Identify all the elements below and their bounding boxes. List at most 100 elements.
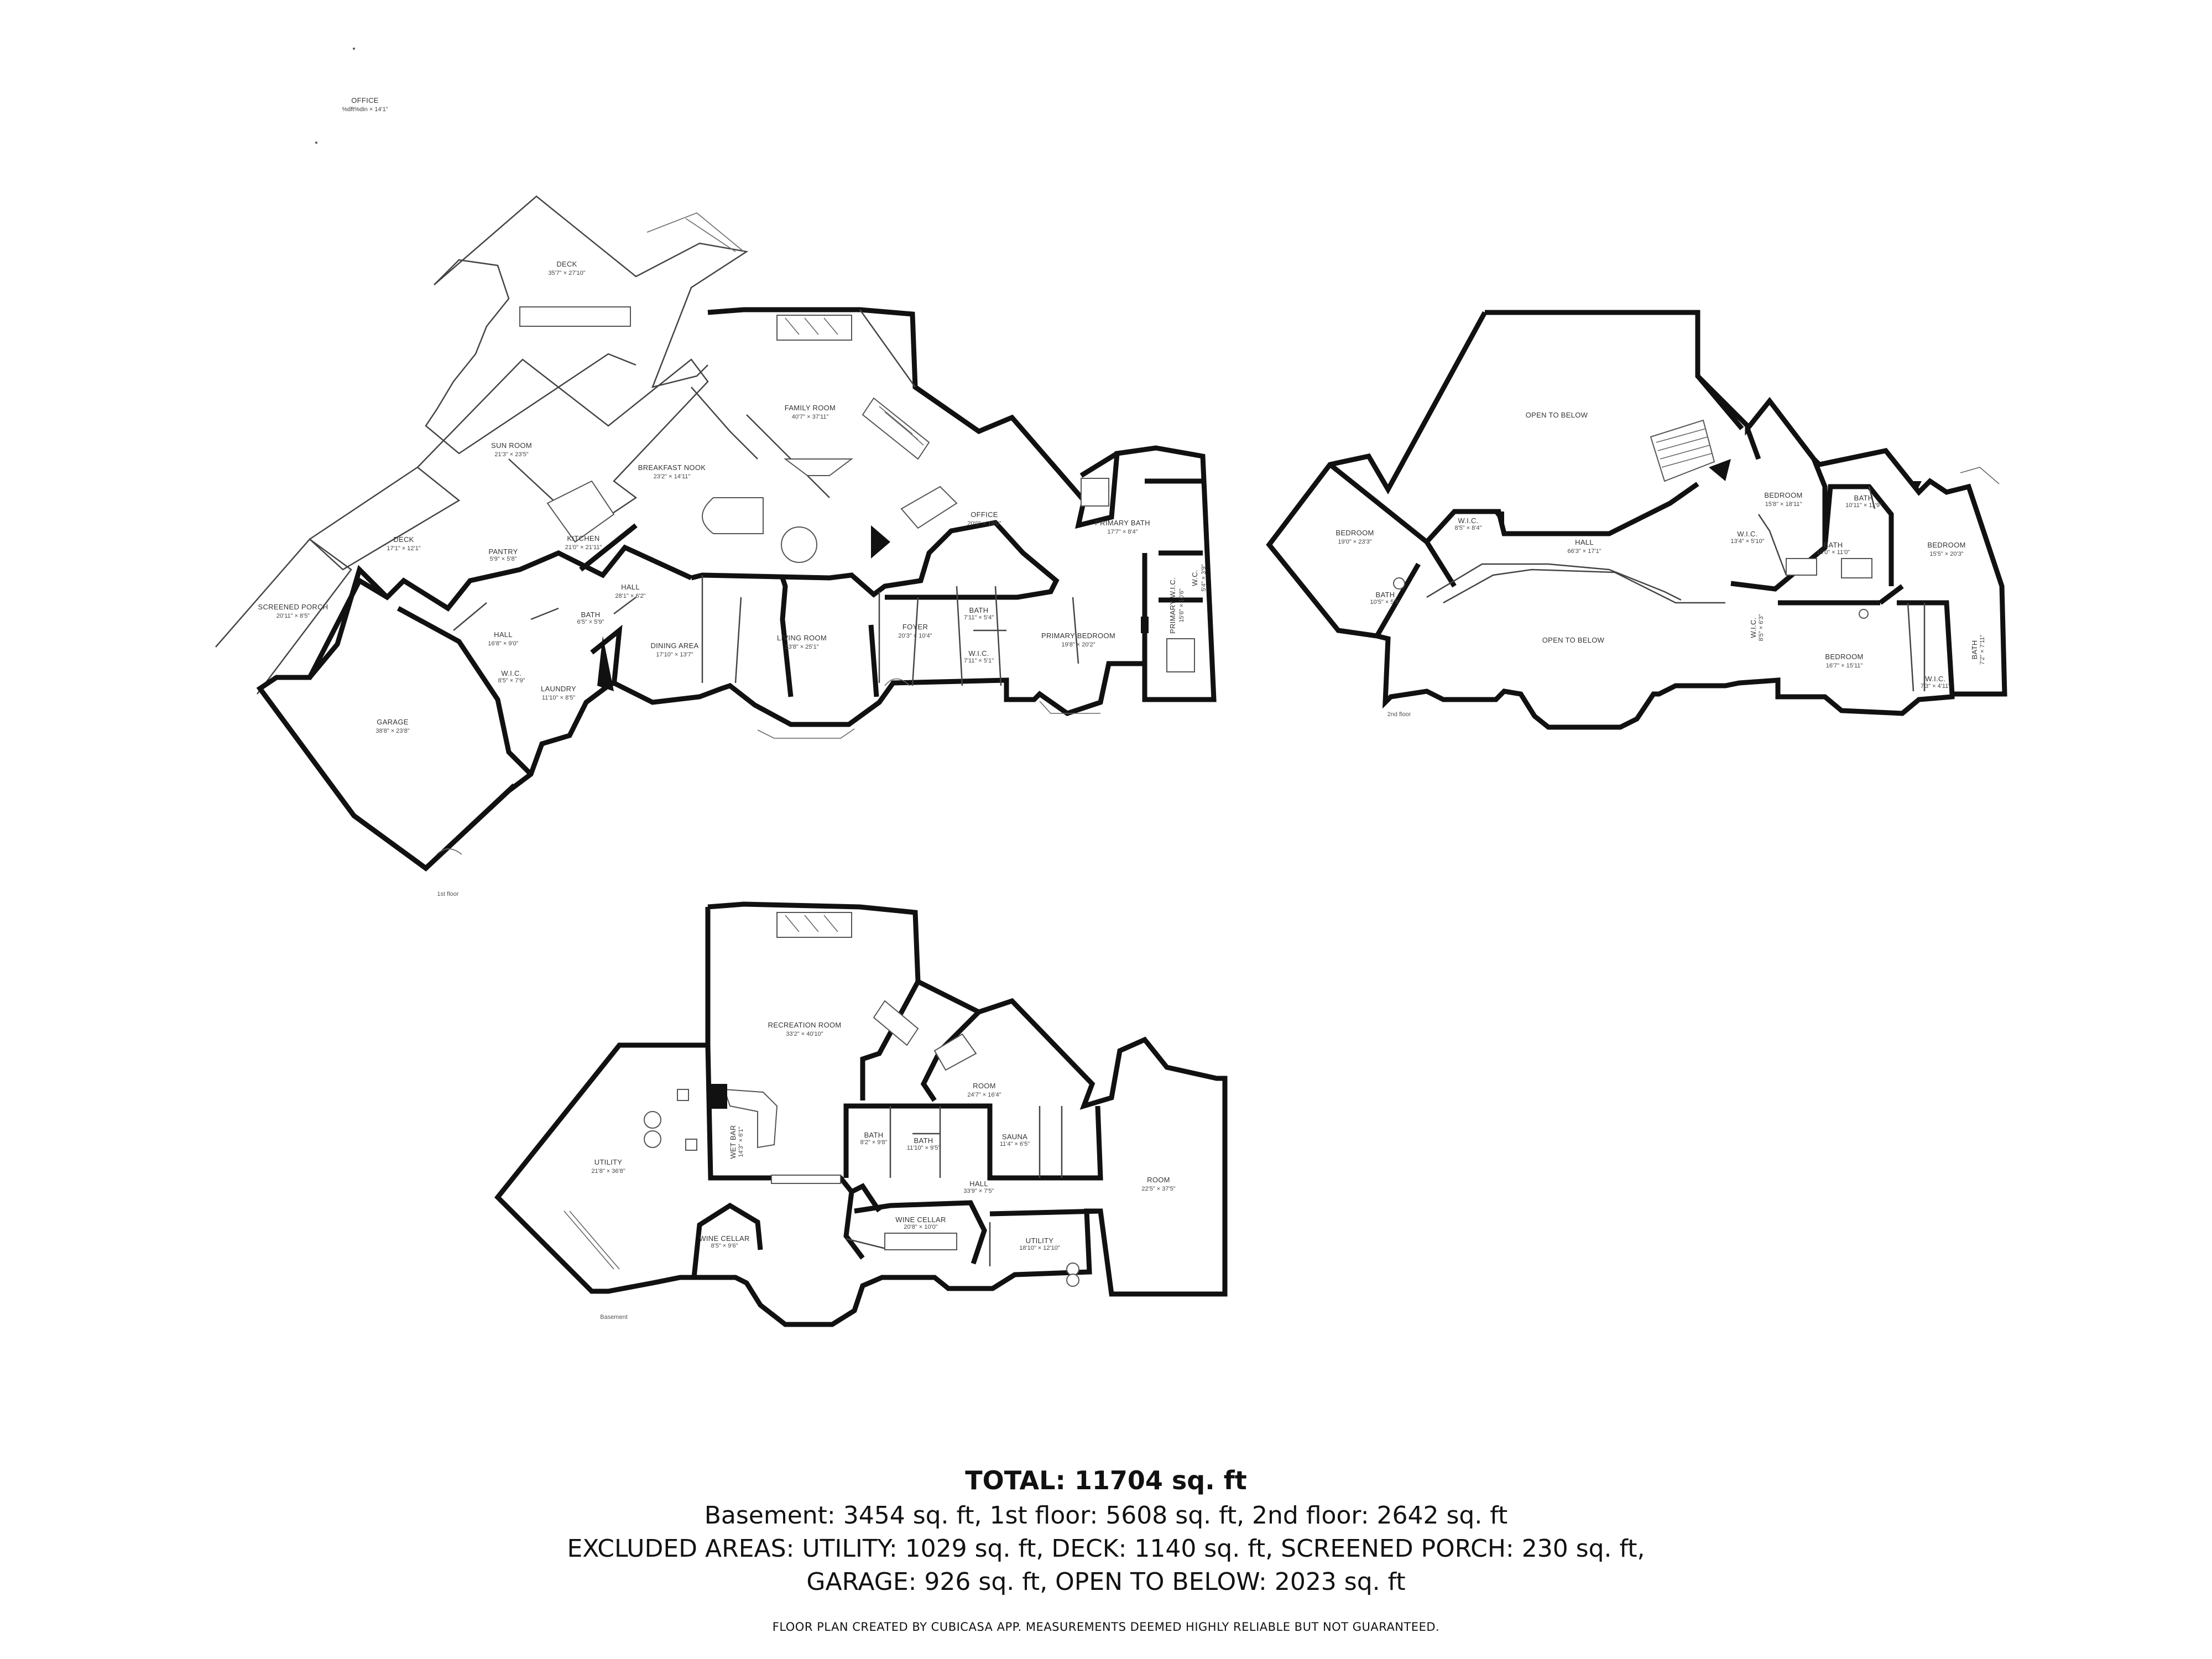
- room-name: UTILITY: [1026, 1237, 1054, 1245]
- room-name: OFFICE: [351, 96, 378, 105]
- deck-stairs: [646, 212, 744, 252]
- room-name: BATH: [581, 611, 601, 619]
- bay-window: [1960, 467, 2000, 484]
- column: [871, 525, 890, 559]
- column: [711, 1084, 727, 1109]
- first-floor-outer-wall: [256, 307, 1217, 872]
- utility-box: [677, 1089, 689, 1101]
- wet-bar-counter: [723, 1088, 778, 1149]
- interior-wall: [579, 523, 638, 686]
- column: [597, 636, 614, 691]
- room-name: W.I.C.: [1749, 617, 1757, 638]
- room-name: WINE CELLAR: [699, 1234, 749, 1243]
- room-name: BATH: [1970, 640, 1979, 660]
- fireplace-hatch: [785, 915, 838, 932]
- disclaimer: FLOOR PLAN CREATED BY CUBICASA APP. MEAS…: [772, 1620, 1440, 1634]
- room-name: BEDROOM: [1335, 529, 1374, 537]
- deck-outline: [425, 259, 637, 455]
- room-dimensions: 7'2" × 7'11": [1979, 635, 1986, 665]
- room-name: PRIMARY BATH: [1095, 519, 1150, 527]
- deck2-outline: [308, 466, 461, 571]
- second-floor-partitions: [1426, 486, 1926, 692]
- room-name: W.I.C.: [501, 669, 521, 677]
- room-name: KITCHEN: [567, 534, 599, 542]
- room-name: FAMILY ROOM: [785, 404, 836, 412]
- room-dimensions: 40'7" × 37'11": [792, 414, 829, 420]
- room-dimensions: 11'10" × 8'5": [542, 695, 576, 701]
- bathtub: [1841, 558, 1872, 578]
- fireplace-hatch: [785, 317, 838, 335]
- marker-dot: [353, 48, 355, 50]
- room-dimensions: 16'7" × 15'11": [1826, 662, 1863, 669]
- room-dimensions: %dft%din × 14'1": [342, 106, 388, 113]
- room-name: BEDROOM: [1825, 653, 1863, 661]
- room-name: PANTRY: [488, 547, 518, 556]
- room-dimensions: 20'8" × 10'0": [904, 1224, 937, 1230]
- room-dimensions: 19'0" × 23'3": [1338, 539, 1371, 545]
- column: [1709, 459, 1731, 481]
- room-dimensions: 28'1" × 6'2": [615, 593, 645, 599]
- room-dimensions: 11'4" × 6'5": [1000, 1141, 1030, 1147]
- floor-label: 2nd floor: [1387, 711, 1411, 718]
- room-name: DECK: [556, 260, 577, 268]
- room-name: SAUNA: [1002, 1133, 1027, 1141]
- column: [1493, 512, 1504, 525]
- room-name: ROOM: [1147, 1176, 1170, 1184]
- room-dimensions: 20'0" × 19'0": [967, 520, 1001, 527]
- stairs: [900, 486, 958, 529]
- room-name: DINING AREA: [650, 641, 698, 650]
- room-dimensions: 8'5" × 7'9": [498, 677, 525, 684]
- room-dimensions: 21'3" × 23'5": [494, 451, 528, 458]
- room-name: BEDROOM: [1927, 541, 1965, 549]
- room-name: HALL: [969, 1180, 988, 1188]
- stair-treads: [879, 406, 924, 446]
- excluded-areas: EXCLUDED AREAS: UTILITY: 1029 sq. ft, DE…: [567, 1535, 1645, 1563]
- room-name: W.C.: [1191, 570, 1199, 586]
- room-name: FOYER: [902, 623, 928, 631]
- sink: [1393, 577, 1405, 589]
- second-floor-outer-wall: [1266, 310, 2007, 730]
- room-dimensions: 18'10" × 12'10": [1019, 1245, 1060, 1251]
- room-dimensions: 7'11" × 5'1": [964, 658, 994, 664]
- basement-inner-wall: [691, 980, 1103, 1278]
- room-name: PRIMARY BEDROOM: [1041, 632, 1115, 640]
- fireplace: [776, 912, 852, 938]
- floor-label: Basement: [600, 1314, 628, 1321]
- room-name: HALL: [1575, 538, 1594, 546]
- garage-wall: [307, 565, 533, 776]
- second-floor-plan: [1266, 310, 2007, 730]
- room-name: DECK: [393, 535, 414, 544]
- room-name: RECREATION ROOM: [768, 1021, 842, 1029]
- total-area: TOTAL: 11704 sq. ft: [965, 1465, 1247, 1495]
- room-name: WET BAR: [729, 1125, 737, 1159]
- tank: [1066, 1274, 1079, 1287]
- utility-box: [685, 1139, 697, 1151]
- sink: [1859, 609, 1869, 619]
- stairs: [933, 1033, 977, 1071]
- kitchen-island: [546, 480, 615, 543]
- room-dimensions: 17'10" × 13'7": [656, 651, 693, 658]
- room-name: BEDROOM: [1764, 491, 1802, 499]
- room-name: UTILITY: [594, 1158, 623, 1166]
- water-heater: [644, 1111, 661, 1129]
- floor-areas: Basement: 3454 sq. ft, 1st floor: 5608 s…: [704, 1501, 1508, 1530]
- room-dimensions: 17'7" × 8'4": [1107, 529, 1138, 535]
- room-name: HALL: [494, 630, 513, 639]
- deck-stairs: [685, 218, 736, 252]
- room-dimensions: 8'5" × 8'4": [1454, 525, 1481, 531]
- room-dimensions: 20'3" × 10'4": [898, 633, 932, 639]
- room-name: BATH: [914, 1136, 933, 1145]
- room-dimensions: 14'3" × 6'1": [738, 1126, 744, 1157]
- screened-porch-outline: [215, 538, 352, 695]
- bathtub: [1786, 558, 1817, 576]
- kitchen-island: [784, 458, 853, 476]
- counter: [771, 1175, 841, 1184]
- bay-window: [1039, 701, 1100, 714]
- room-dimensions: 66'3" × 17'1": [1567, 548, 1601, 555]
- room-dimensions: 24'7" × 16'4": [967, 1092, 1001, 1098]
- basement-plan: [494, 901, 1228, 1327]
- room-name: BATH: [1824, 541, 1843, 549]
- second-floor-labels: OPEN TO BELOW BEDROOM 19'0" × 23'3" W.I.…: [1335, 411, 1986, 718]
- room-name: GARAGE: [377, 718, 408, 726]
